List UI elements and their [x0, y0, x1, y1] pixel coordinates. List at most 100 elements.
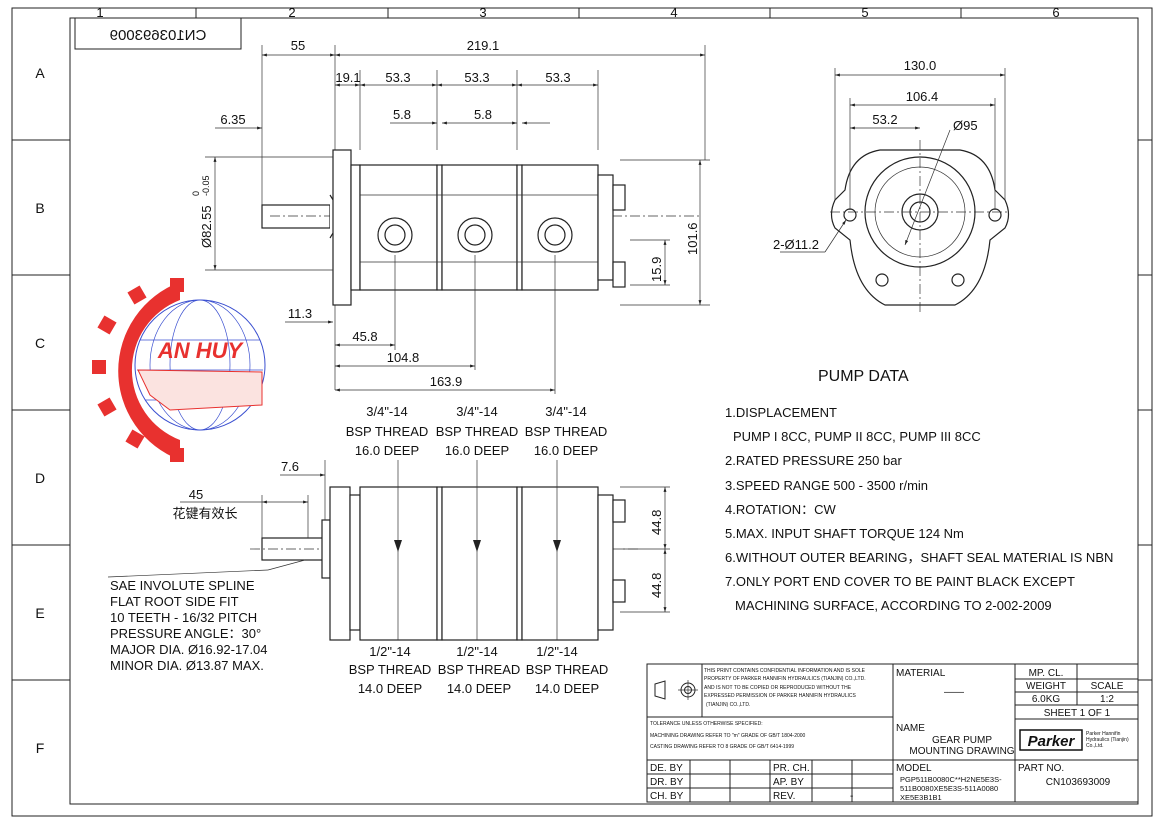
column-label: 6	[1052, 5, 1059, 20]
port-depth: 16.0 DEEP	[445, 443, 509, 458]
dim-45: 45	[189, 487, 203, 502]
rev-label: REV.	[773, 791, 795, 802]
dim-101-6: 101.6	[685, 222, 700, 255]
port-depth: 14.0 DEEP	[447, 681, 511, 696]
spline-note: PRESSURE ANGLE：30°	[110, 626, 261, 641]
logo-text: AN HUY	[157, 338, 245, 363]
sheet-label: SHEET 1 OF 1	[1044, 708, 1111, 719]
row-label: B	[35, 200, 44, 216]
dim-holes: 2-Ø11.2	[773, 237, 819, 252]
row-label: C	[35, 335, 45, 351]
projection-symbol-icon	[654, 680, 698, 700]
end-view-drawing	[780, 68, 1010, 315]
port-labels-top: 3/4"-14 BSP THREAD 16.0 DEEP 3/4"-14 BSP…	[346, 404, 608, 458]
pump-data-line: 5.MAX. INPUT SHAFT TORQUE 124 Nm	[725, 526, 964, 541]
port-thread: BSP THREAD	[526, 662, 609, 677]
an-huy-logo: AN HUY	[92, 278, 266, 462]
bottom-view-dimensions: 7.6 45 花键有效长 44.8 44.8	[172, 459, 664, 598]
pump-data-line: 3.SPEED RANGE 500 - 3500 r/min	[725, 478, 928, 493]
spline-note: MAJOR DIA. Ø16.92-17.04	[110, 642, 268, 657]
column-label: 5	[861, 5, 868, 20]
company-line: Parker Hannifin	[1086, 731, 1121, 737]
port-depth: 16.0 DEEP	[534, 443, 598, 458]
dim-106-4: 106.4	[906, 89, 939, 104]
port-size: 3/4"-14	[545, 404, 586, 419]
column-label: 1	[96, 5, 103, 20]
weight-label: WEIGHT	[1026, 681, 1066, 692]
rev-value: -	[850, 791, 853, 802]
spline-length-label: 花键有效长	[172, 506, 237, 521]
port-depth: 16.0 DEEP	[355, 443, 419, 458]
tolerance-line: CASTING DRAWING REFER TO 8 GRADE OF GB/T…	[650, 744, 794, 750]
port-thread: BSP THREAD	[346, 424, 429, 439]
port-thread: BSP THREAD	[438, 662, 521, 677]
scale-label: SCALE	[1091, 681, 1124, 692]
part-no-label: PART NO.	[1018, 763, 1064, 774]
weight-value: 6.0KG	[1032, 694, 1061, 705]
mp-cl-label: MP. CL.	[1029, 668, 1064, 679]
mirrored-number: CN103693009	[110, 27, 207, 44]
ap-by-label: AP. BY	[773, 777, 804, 788]
port-thread: BSP THREAD	[436, 424, 519, 439]
model-line: PGP511B0080C**H2NE5E3S-	[900, 775, 1002, 784]
drawing-frame	[11, 7, 1153, 817]
dr-by-label: DR. BY	[650, 777, 684, 788]
top-view-drawing	[205, 45, 710, 394]
spline-note: 10 TEETH - 16/32 PITCH	[110, 610, 257, 625]
confidential-line: (TIANJIN) CO.,LTD.	[706, 702, 750, 708]
dim-44-8-b: 44.8	[649, 573, 664, 598]
confidential-line: EXPRESSED PERMISSION OF PARKER HANNIFIN …	[704, 693, 857, 699]
column-label: 4	[670, 5, 677, 20]
parker-logo-text: Parker	[1028, 733, 1076, 750]
row-label: D	[35, 470, 45, 486]
drawing-name-line2: MOUNTING DRAWING	[909, 746, 1014, 757]
port-size: 3/4"-14	[366, 404, 407, 419]
dim-11-3: 11.3	[288, 306, 312, 321]
dim-diameter: Ø82.55	[199, 205, 214, 248]
column-label: 3	[479, 5, 486, 20]
port-size: 1/2"-14	[456, 644, 497, 659]
dim-130: 130.0	[904, 58, 937, 73]
row-label: A	[35, 65, 45, 81]
dim-5-8-a: 5.8	[393, 107, 411, 122]
port-size: 1/2"-14	[369, 644, 410, 659]
pump-data-line: 2.RATED PRESSURE 250 bar	[725, 453, 902, 468]
mirrored-number-box: CN103693009	[74, 17, 242, 50]
spline-note: FLAT ROOT SIDE FIT	[110, 594, 239, 609]
dim-44-8-a: 44.8	[649, 510, 664, 535]
dim-6-35: 6.35	[220, 112, 245, 127]
pump-data-line: 4.ROTATION：CW	[725, 502, 836, 517]
dim-163-9: 163.9	[430, 374, 463, 389]
dim-104-8: 104.8	[387, 350, 420, 365]
port-size: 1/2"-14	[536, 644, 577, 659]
pump-data: PUMP DATA 1.DISPLACEMENT PUMP I 8CC, PUM…	[725, 368, 1113, 613]
pump-data-line: MACHINING SURFACE, ACCORDING TO 2-002-20…	[735, 598, 1052, 613]
dim-219: 219.1	[467, 38, 500, 53]
pump-data-title: PUMP DATA	[818, 368, 909, 385]
spline-note: SAE INVOLUTE SPLINE	[110, 578, 255, 593]
model-line: 511B0080XE5E3S-511A0080	[900, 784, 998, 793]
pr-ch-label: PR. CH.	[773, 763, 810, 774]
bottom-view-drawing	[180, 460, 670, 641]
pump-data-line: 1.DISPLACEMENT	[725, 405, 837, 420]
dim-15-9: 15.9	[649, 257, 664, 282]
confidential-line: AND IS NOT TO BE COPIED OR REPRODUCED WI…	[704, 685, 852, 691]
company-line: Co.,Ltd.	[1086, 743, 1104, 749]
pump-data-line: PUMP I 8CC, PUMP II 8CC, PUMP III 8CC	[733, 429, 981, 444]
dim-5-8-b: 5.8	[474, 107, 492, 122]
port-thread: BSP THREAD	[525, 424, 608, 439]
dim-55: 55	[291, 38, 305, 53]
dim-53-a: 53.3	[385, 70, 410, 85]
spline-note: MINOR DIA. Ø13.87 MAX.	[110, 658, 264, 673]
pump-data-line: 7.ONLY PORT END COVER TO BE PAINT BLACK …	[725, 574, 1075, 589]
company-line: Hydraulics (Tianjin)	[1086, 737, 1129, 743]
end-view-dimensions: 130.0 106.4 53.2 Ø95 2-Ø11.2	[773, 58, 978, 252]
row-labels: A B C D E F	[35, 65, 45, 756]
row-label: E	[35, 605, 44, 621]
name-label: NAME	[896, 723, 925, 734]
dim-45-8: 45.8	[352, 329, 377, 344]
dim-53-c: 53.3	[545, 70, 570, 85]
column-labels: 1 2 3 4 5 6	[96, 5, 1059, 20]
de-by-label: DE. BY	[650, 763, 683, 774]
